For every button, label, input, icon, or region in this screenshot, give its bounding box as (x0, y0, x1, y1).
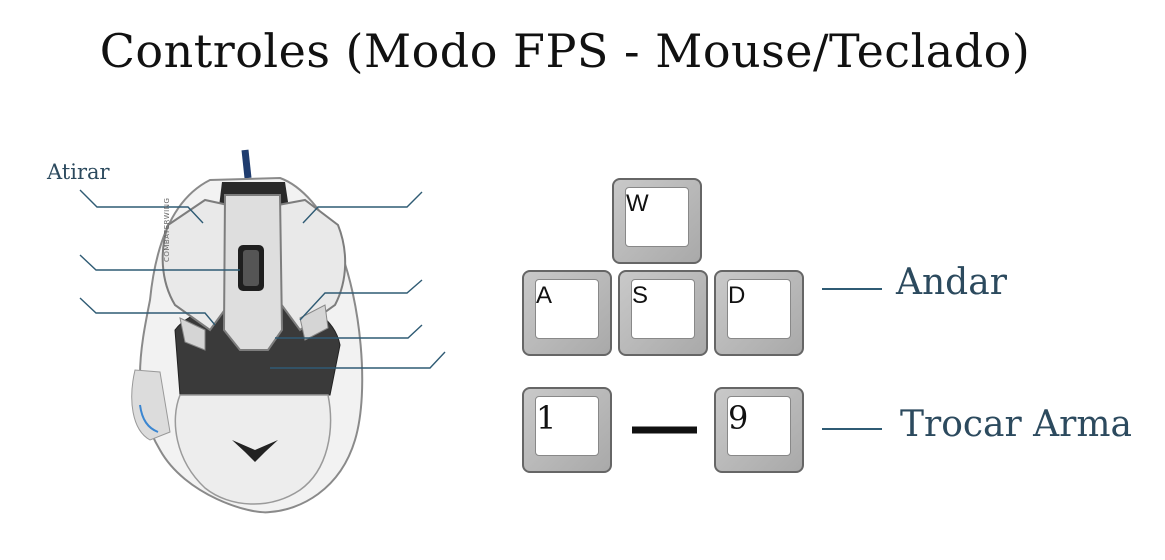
mouse-scroll-wheel-tread (243, 250, 259, 286)
key-9-label: 9 (728, 399, 749, 437)
key-w-label: W (626, 190, 649, 217)
mouse-right-button (277, 198, 347, 332)
key-1-cap (535, 396, 599, 456)
callout-line-right-button (302, 191, 423, 224)
mouse-side-button-2 (299, 304, 329, 341)
key-d-label: D (728, 282, 746, 309)
switch-weapon-label: Trocar Arma (900, 404, 1132, 445)
mouse-blue-accent (139, 404, 159, 433)
key-s-label: S (632, 282, 649, 309)
callout-line-fire (79, 189, 204, 224)
callout-line-scroll (79, 254, 240, 271)
fire-label: Atirar (47, 160, 110, 184)
key-s-cap (631, 279, 695, 339)
key-w-cap (625, 187, 689, 247)
move-label: Andar (896, 262, 1007, 303)
key-1: 1 (522, 387, 612, 473)
callout-line-side-left (79, 297, 216, 326)
key-d: D (714, 270, 804, 356)
mouse-side-grip (131, 369, 171, 441)
key-1-label: 1 (536, 399, 557, 437)
key-w: W (612, 178, 702, 264)
key-d-cap (727, 279, 791, 339)
mouse-cable (241, 149, 252, 179)
callout-line-side-right (299, 279, 423, 321)
mouse-brand-text: COMBATERWING (163, 197, 171, 262)
page-title: Controles (Modo FPS - Mouse/Teclado) (99, 24, 1031, 78)
key-a-cap (535, 279, 599, 339)
mouse-logo (232, 440, 278, 462)
key-9-cap (727, 396, 791, 456)
key-9: 9 (714, 387, 804, 473)
mouse-callout-lines (79, 189, 446, 369)
callout-line-center-2 (270, 351, 446, 369)
key-a: A (522, 270, 612, 356)
callout-line-center-1 (275, 324, 423, 339)
mouse-side-button-1 (179, 317, 206, 351)
key-a-label: A (536, 282, 553, 309)
key-s: S (618, 270, 708, 356)
